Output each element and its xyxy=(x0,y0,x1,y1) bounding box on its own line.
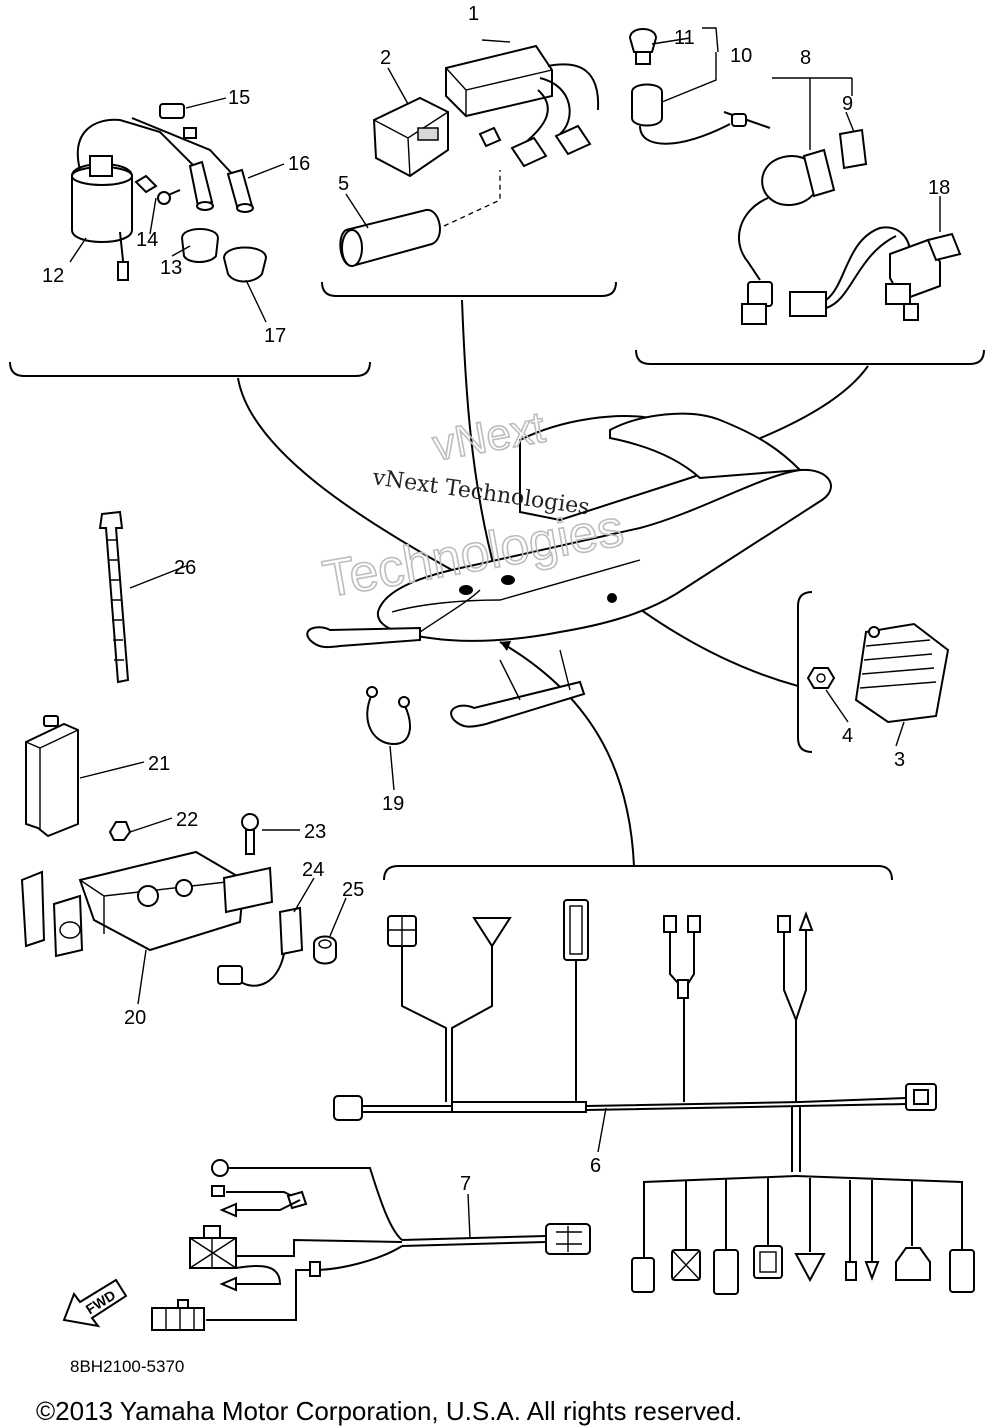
callout-17: 17 xyxy=(264,325,286,347)
wire-clamp xyxy=(366,686,411,746)
callout-23: 23 xyxy=(304,821,326,843)
callout-16: 16 xyxy=(288,153,310,175)
bracket-harness-group xyxy=(383,865,893,881)
callout-19: 19 xyxy=(382,793,404,815)
callout-21: 21 xyxy=(148,753,170,775)
cable-tie xyxy=(98,510,130,684)
leader-lines xyxy=(69,27,941,1239)
bracket-regulator-group xyxy=(797,591,813,753)
bracket-cdi-group xyxy=(321,281,617,297)
ignition-coil-group xyxy=(71,103,268,283)
callout-26: 26 xyxy=(174,557,196,579)
regulator-group xyxy=(806,622,950,724)
callout-1: 1 xyxy=(468,3,479,25)
snowmobile-illustration xyxy=(306,412,832,728)
bracket-switch-group xyxy=(635,349,985,365)
callout-22: 22 xyxy=(176,809,198,831)
callout-2: 2 xyxy=(380,47,391,69)
callout-7: 7 xyxy=(460,1173,471,1195)
callout-4: 4 xyxy=(842,725,853,747)
callout-20: 20 xyxy=(124,1007,146,1029)
callout-14: 14 xyxy=(136,229,158,251)
callout-8: 8 xyxy=(800,47,811,69)
callout-3: 3 xyxy=(894,749,905,771)
callout-9: 9 xyxy=(842,93,853,115)
sub-wire-harness xyxy=(151,1159,591,1331)
switch-group xyxy=(628,28,962,325)
bracket-ignition-group xyxy=(9,361,371,377)
callout-18: 18 xyxy=(928,177,950,199)
main-wire-harness xyxy=(333,899,975,1295)
callout-6: 6 xyxy=(590,1155,601,1177)
callout-10: 10 xyxy=(730,45,752,67)
callout-25: 25 xyxy=(342,879,364,901)
callout-12: 12 xyxy=(42,265,64,287)
callout-11: 11 xyxy=(674,27,695,49)
bracket-assembly xyxy=(20,715,337,987)
cdi-group xyxy=(339,44,600,268)
copyright-notice: ©2013 Yamaha Motor Corporation, U.S.A. A… xyxy=(36,1396,742,1426)
callout-24: 24 xyxy=(302,859,324,881)
callout-15: 15 xyxy=(228,87,250,109)
callout-13: 13 xyxy=(160,257,182,279)
drawing-code: 8BH2100-5370 xyxy=(70,1357,184,1376)
forward-direction-indicator: FWD xyxy=(62,1278,128,1328)
callout-labels: 1 2 3 4 5 6 7 8 9 10 11 12 13 14 15 16 1… xyxy=(42,3,950,1195)
callout-5: 5 xyxy=(338,173,349,195)
